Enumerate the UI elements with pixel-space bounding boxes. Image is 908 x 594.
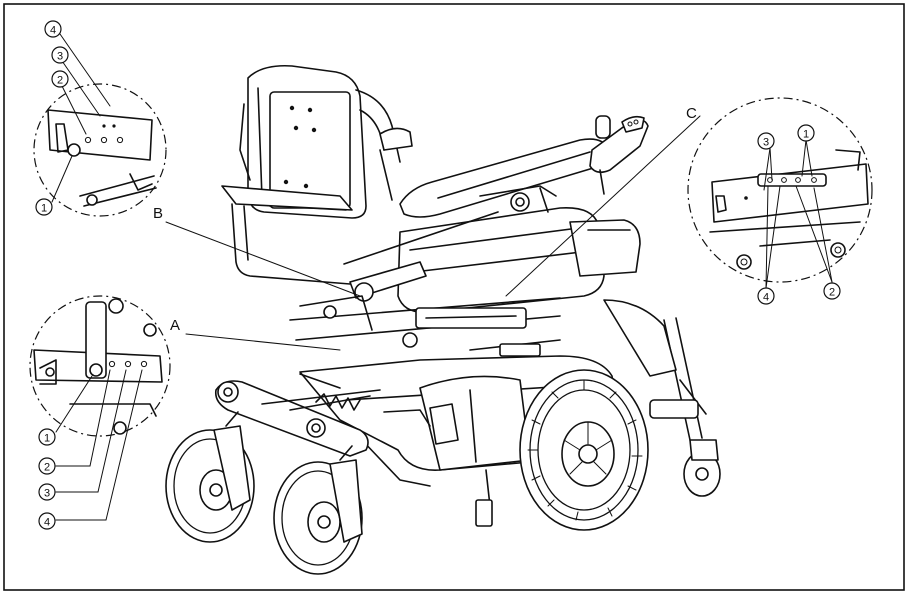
detail-right-label-1: 1 <box>797 124 815 142</box>
callout-b: B <box>153 205 163 222</box>
svg-text:2: 2 <box>829 287 835 299</box>
front-frame <box>214 373 431 457</box>
leader-a <box>185 333 341 351</box>
svg-text:2: 2 <box>44 462 50 474</box>
svg-text:3: 3 <box>57 51 63 63</box>
detail-right-label-4: 4 <box>757 287 775 305</box>
detail-right-label-3: 3 <box>757 132 775 150</box>
detail-bottom-left-label-4: 4 <box>38 512 56 530</box>
detail-bottom-left-label-3: 3 <box>38 483 56 501</box>
svg-text:1: 1 <box>803 129 809 141</box>
suspension-spring <box>315 393 361 411</box>
detail-bottom-left: 1 2 3 4 <box>29 295 171 530</box>
svg-text:4: 4 <box>763 292 769 304</box>
leader-b <box>165 221 361 297</box>
wheelchair-illustration: A B C <box>153 64 721 575</box>
left-armrest <box>221 185 353 285</box>
front-caster-left <box>165 411 255 543</box>
rear-caster <box>603 299 721 497</box>
detail-top-left-label-3: 3 <box>51 46 69 64</box>
backrest <box>239 64 401 219</box>
seat-frame <box>343 185 641 313</box>
actuator <box>289 295 561 357</box>
callout-a: A <box>170 317 180 334</box>
detail-top-left-label-4: 4 <box>44 20 62 38</box>
detail-bottom-left-label-1: 1 <box>38 428 56 446</box>
detail-right-label-2: 2 <box>823 282 841 300</box>
svg-text:3: 3 <box>763 137 769 149</box>
right-armrest <box>379 127 609 218</box>
svg-text:2: 2 <box>57 75 63 87</box>
detail-top-left-label-2: 2 <box>51 70 69 88</box>
svg-text:3: 3 <box>44 488 50 500</box>
front-caster-right <box>273 445 363 575</box>
joystick <box>589 115 649 195</box>
callout-c: C <box>686 105 697 122</box>
detail-top-left: 4 3 2 1 <box>33 20 167 217</box>
detail-bottom-left-label-2: 2 <box>38 457 56 475</box>
detail-top-left-label-1: 1 <box>35 198 53 216</box>
leader-c <box>505 115 701 297</box>
svg-text:4: 4 <box>44 517 50 529</box>
svg-text:1: 1 <box>44 433 50 445</box>
svg-text:4: 4 <box>50 25 56 37</box>
drive-wheel <box>519 369 649 531</box>
detail-right: 3 1 4 2 <box>687 97 873 305</box>
svg-text:1: 1 <box>41 203 47 215</box>
